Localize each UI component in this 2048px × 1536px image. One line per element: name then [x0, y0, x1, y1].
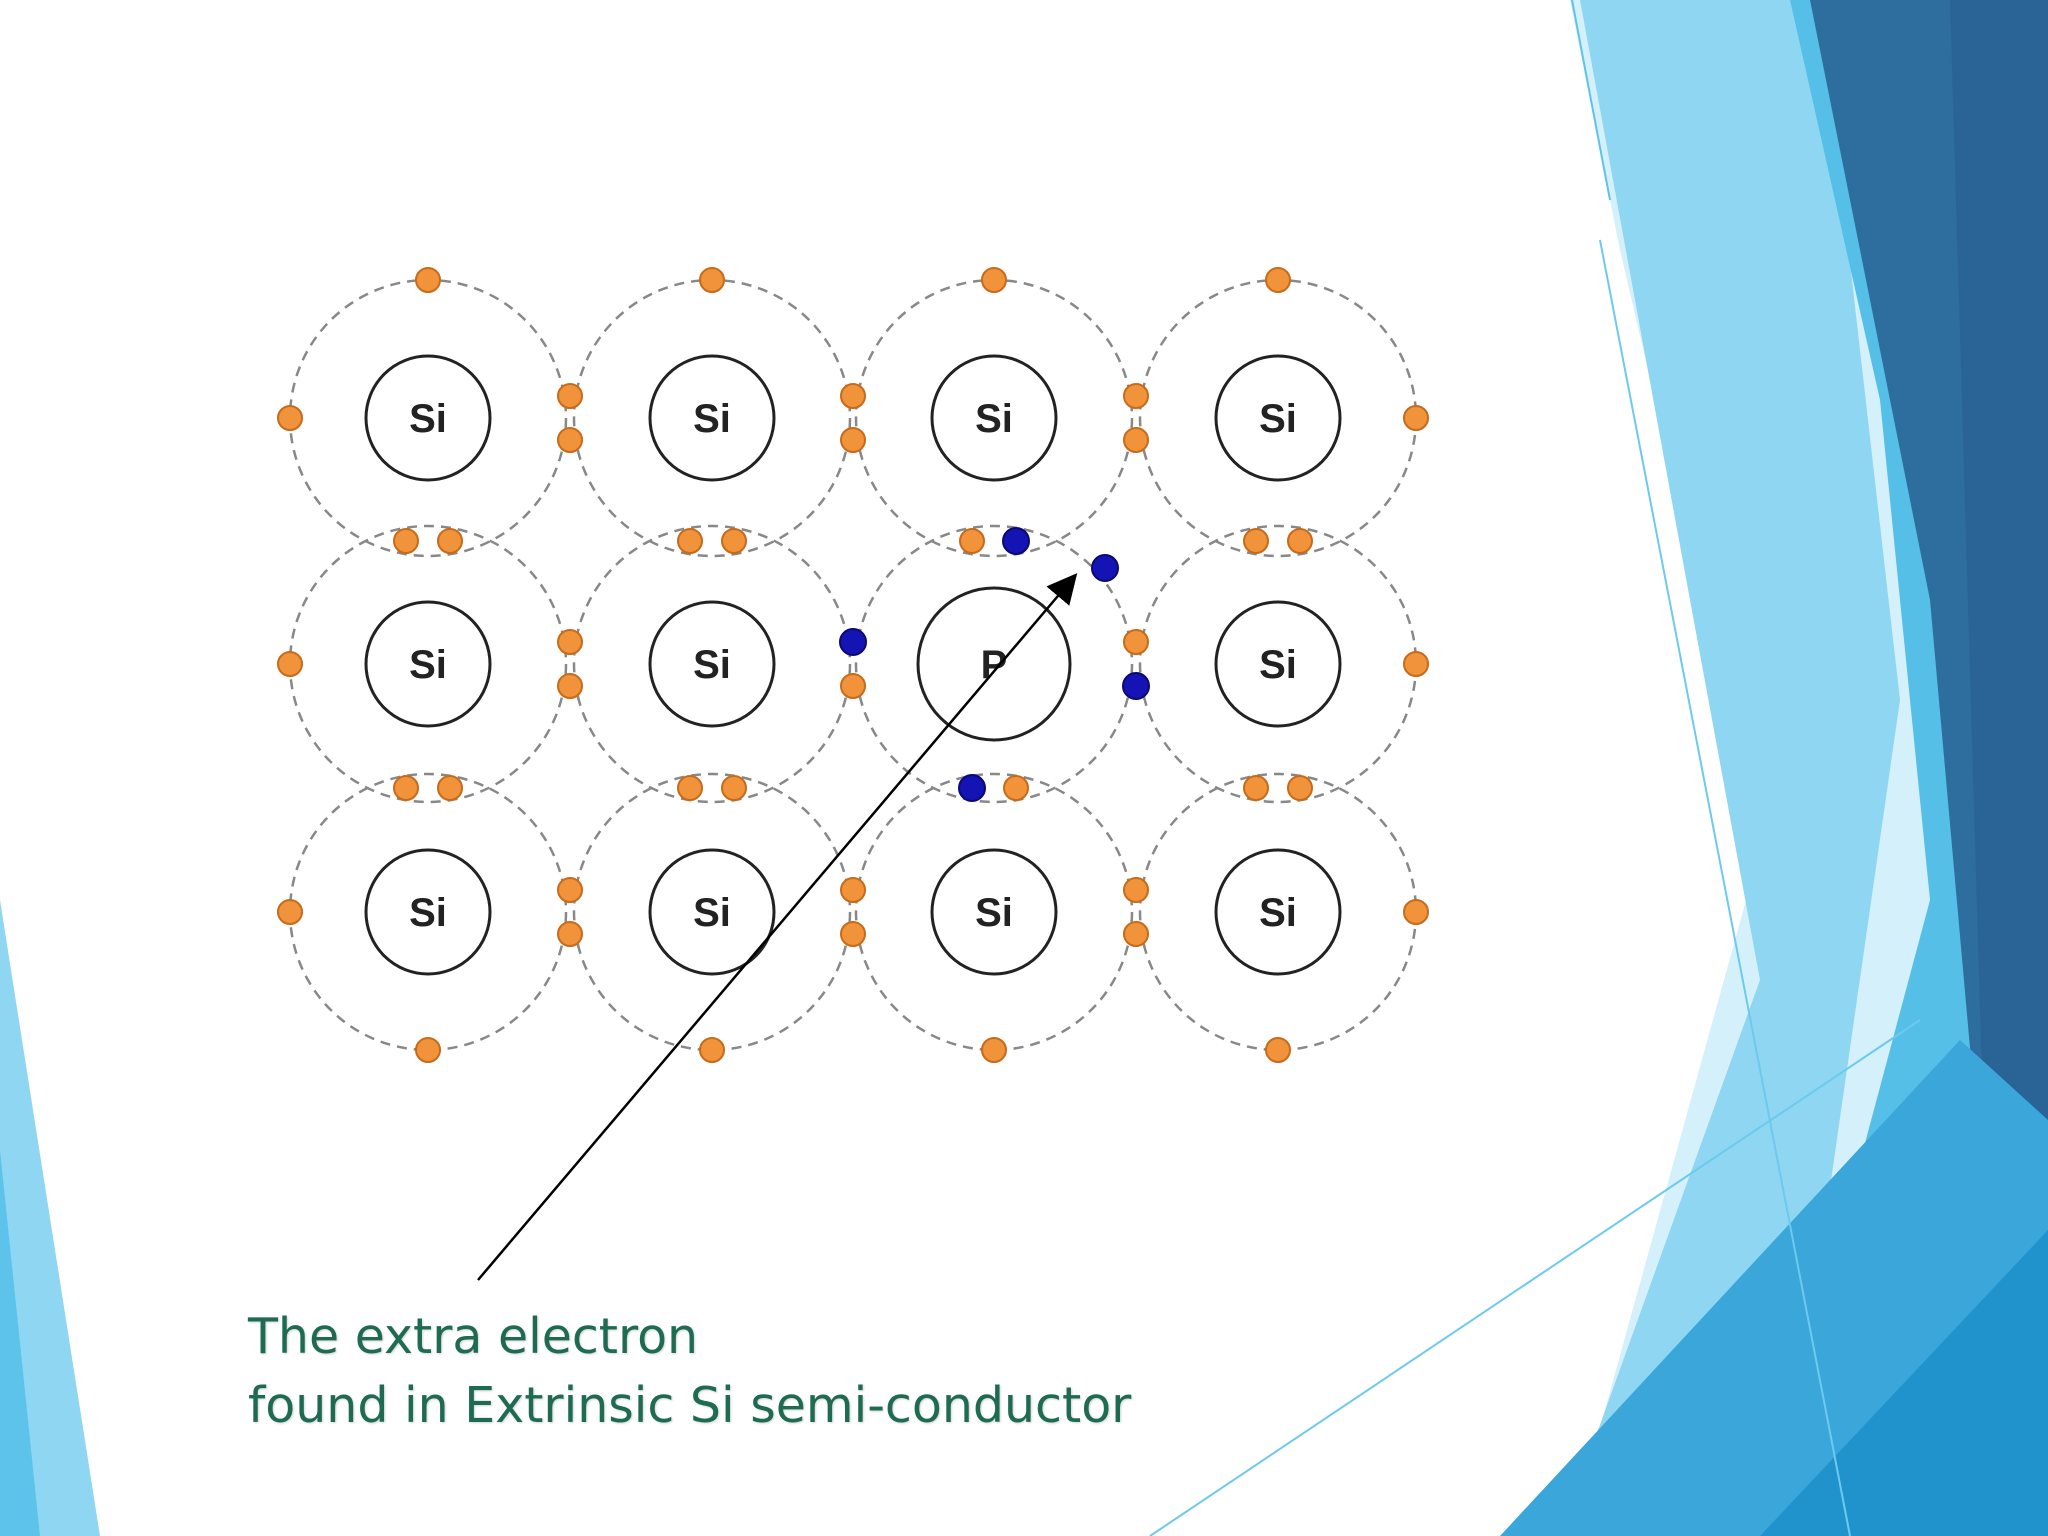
electron-shell: [854, 524, 1134, 804]
silicon-electron: [959, 528, 985, 554]
silicon-nucleus: [930, 848, 1058, 976]
silicon-electron: [699, 267, 725, 293]
right-decor-light: [1560, 0, 1900, 1536]
silicon-electron: [557, 427, 583, 453]
phosphorus-electron: [839, 628, 867, 656]
silicon-nucleus: [364, 600, 492, 728]
silicon-electron: [1403, 405, 1429, 431]
silicon-electron: [1123, 629, 1149, 655]
silicon-nucleus: [648, 600, 776, 728]
left-decor-dark: [0, 1150, 40, 1536]
atom-label: Si: [693, 643, 731, 687]
atom-label: Si: [975, 891, 1013, 935]
silicon-electron: [699, 1037, 725, 1063]
silicon-electron: [677, 775, 703, 801]
silicon-electron: [1403, 899, 1429, 925]
silicon-electron: [840, 673, 866, 699]
right-decor-deep: [1950, 0, 2048, 1200]
silicon-nucleus: [1214, 600, 1342, 728]
silicon-electron: [721, 775, 747, 801]
silicon-electron: [1123, 921, 1149, 947]
silicon-electron: [1265, 1037, 1291, 1063]
phosphorus-electron: [1091, 554, 1119, 582]
atom-label: Si: [693, 397, 731, 441]
left-decor-light: [0, 900, 100, 1536]
silicon-electron: [557, 673, 583, 699]
silicon-electron: [840, 921, 866, 947]
silicon-nucleus: [1214, 354, 1342, 482]
atom-label: Si: [975, 397, 1013, 441]
phosphorus-electron: [958, 774, 986, 802]
silicon-electron: [1243, 528, 1269, 554]
silicon-electron: [677, 528, 703, 554]
silicon-nucleus: [648, 848, 776, 976]
silicon-electron: [277, 651, 303, 677]
caption-line-1: The extra electron: [248, 1308, 699, 1365]
phosphorus-electron: [1002, 527, 1030, 555]
atom-label: Si: [409, 643, 447, 687]
silicon-electron: [557, 629, 583, 655]
silicon-electron: [1123, 383, 1149, 409]
silicon-electron: [415, 267, 441, 293]
silicon-electron: [1265, 267, 1291, 293]
silicon-electron: [415, 1037, 441, 1063]
atom-label: Si: [1259, 891, 1297, 935]
silicon-electron: [277, 405, 303, 431]
caption: The extra electron found in Extrinsic Si…: [248, 1302, 1348, 1440]
electron-shell: [572, 524, 852, 804]
electron-shell: [854, 772, 1134, 1052]
silicon-electron: [1403, 651, 1429, 677]
silicon-electron: [393, 775, 419, 801]
silicon-electron: [840, 427, 866, 453]
silicon-electron: [1243, 775, 1269, 801]
silicon-electron: [1123, 877, 1149, 903]
atom-label: Si: [409, 891, 447, 935]
silicon-electron: [840, 877, 866, 903]
silicon-nucleus: [930, 354, 1058, 482]
electron-shell: [572, 772, 852, 1052]
silicon-electron: [437, 528, 463, 554]
silicon-electron: [277, 899, 303, 925]
silicon-electron: [1287, 775, 1313, 801]
silicon-electron: [437, 775, 463, 801]
phosphorus-electron: [1122, 672, 1150, 700]
silicon-electron: [721, 528, 747, 554]
atom-label: Si: [1259, 643, 1297, 687]
silicon-electron: [557, 921, 583, 947]
silicon-electron: [981, 267, 1007, 293]
silicon-nucleus: [648, 354, 776, 482]
silicon-electron: [393, 528, 419, 554]
silicon-electron: [981, 1037, 1007, 1063]
atom-label: Si: [409, 397, 447, 441]
silicon-electron: [557, 383, 583, 409]
atom-label: Si: [693, 891, 731, 935]
extra-electron-arrow: [477, 573, 1078, 1281]
caption-line-2: found in Extrinsic Si semi-conductor: [248, 1377, 1132, 1434]
atom-label: Si: [1259, 397, 1297, 441]
atom-label: P: [981, 643, 1008, 687]
silicon-electron: [1287, 528, 1313, 554]
silicon-nucleus: [364, 848, 492, 976]
silicon-electron: [1003, 775, 1029, 801]
silicon-nucleus: [364, 354, 492, 482]
silicon-electron: [1123, 427, 1149, 453]
right-decor-bottom-dark: [1760, 1230, 2048, 1536]
silicon-nucleus: [1214, 848, 1342, 976]
silicon-electron: [840, 383, 866, 409]
silicon-electron: [557, 877, 583, 903]
